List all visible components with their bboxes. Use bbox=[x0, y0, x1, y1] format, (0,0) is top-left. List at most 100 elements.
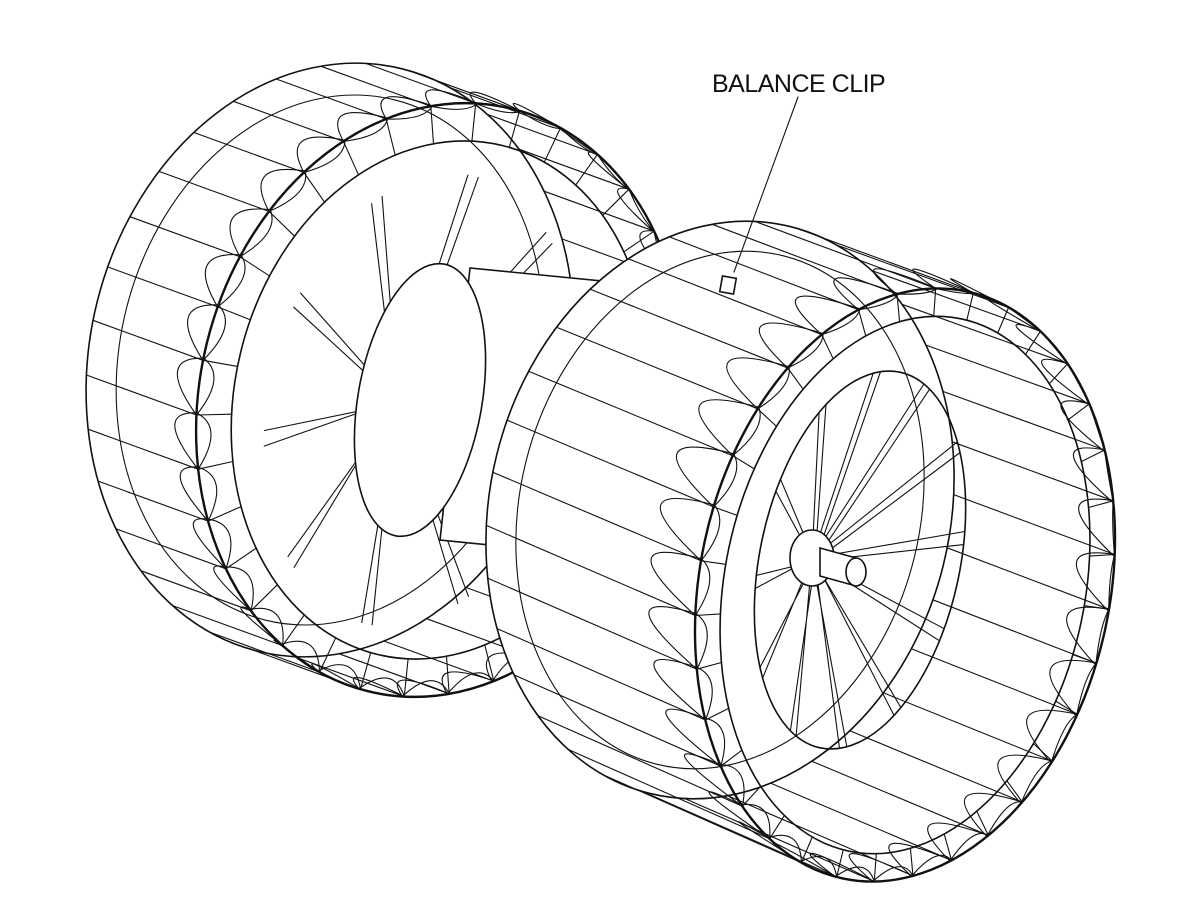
right-wheel-blade-curve bbox=[713, 453, 738, 516]
right-wheel-rear-rim-outer bbox=[485, 220, 955, 800]
right-wheel-spoke bbox=[811, 383, 931, 562]
left-wheel-blade bbox=[107, 254, 242, 308]
left-wheel-blade bbox=[320, 65, 479, 107]
left-wheel-blade-curve bbox=[239, 209, 273, 277]
right-wheel-blade bbox=[951, 441, 1116, 558]
left-wheel-blade-curve bbox=[195, 357, 233, 416]
right-wheel-blade-curve bbox=[834, 853, 877, 883]
right-wheel-blade-curve bbox=[1067, 403, 1106, 453]
right-wheel-blade bbox=[925, 344, 1106, 453]
right-wheel-blade-curve bbox=[799, 849, 844, 878]
left-wheel-blade bbox=[208, 631, 321, 673]
right-wheel-blade bbox=[627, 258, 861, 336]
right-wheel-blade-curve bbox=[966, 292, 1011, 321]
left-wheel-blade-curve bbox=[543, 127, 600, 163]
left-wheel-blade-curve bbox=[430, 102, 479, 145]
balance-clip bbox=[718, 274, 738, 296]
right-wheel-blade-curve bbox=[1083, 605, 1110, 666]
left-wheel-blade bbox=[158, 168, 306, 212]
balance-clip-callout: BALANCE CLIP bbox=[712, 70, 886, 296]
right-wheel-blade bbox=[528, 370, 760, 457]
left-wheel-blade-curve bbox=[217, 254, 251, 321]
balance-clip-leader-line bbox=[733, 96, 799, 273]
motor-shaft-end bbox=[845, 557, 867, 587]
right-wheel-blade bbox=[684, 797, 875, 883]
left-wheel-blade-curve bbox=[385, 105, 434, 156]
left-wheel-blade bbox=[140, 565, 252, 612]
right-wheel-blade-curve bbox=[700, 504, 727, 565]
right-wheel-blade bbox=[506, 419, 735, 508]
right-wheel-blade-curve bbox=[694, 612, 722, 670]
right-wheel-blade-curve bbox=[696, 666, 730, 721]
left-wheel-blade bbox=[293, 656, 405, 698]
left-wheel-blade bbox=[449, 87, 600, 157]
right-wheel-blade-curve bbox=[740, 803, 785, 840]
left-wheel-blade-curve bbox=[358, 658, 409, 698]
left-wheel-blade bbox=[193, 131, 346, 174]
left-wheel-blade-curve bbox=[602, 188, 656, 234]
right-wheel-spoke bbox=[811, 557, 902, 716]
right-wheel-blade bbox=[932, 599, 1097, 717]
right-wheel-blade bbox=[811, 760, 989, 862]
right-wheel-blade bbox=[953, 494, 1116, 612]
right-wheel-blade-curve bbox=[1020, 743, 1053, 804]
right-wheel-blade-curve bbox=[997, 306, 1043, 334]
right-wheel-blade-curve bbox=[910, 833, 953, 877]
right-wheel-blade-curve bbox=[1025, 330, 1070, 366]
right-wheel-blade bbox=[492, 471, 715, 562]
right-wheel-spoke bbox=[811, 557, 848, 749]
left-wheel-blade-curve bbox=[197, 466, 242, 522]
right-wheel-blade bbox=[849, 730, 1023, 838]
left-wheel-blade-curve bbox=[508, 110, 563, 148]
right-wheel-blade bbox=[496, 628, 706, 721]
right-wheel-blade-curve bbox=[949, 810, 989, 862]
right-wheel-blade-curve bbox=[1050, 700, 1078, 764]
right-wheel-blade-curve bbox=[986, 780, 1023, 838]
left-wheel-blade-curve bbox=[280, 637, 337, 673]
motor-cylinder-end bbox=[353, 262, 487, 538]
right-wheel-spoke bbox=[811, 371, 882, 562]
right-wheel-blades-front bbox=[694, 287, 1116, 883]
left-wheel-blade-curve bbox=[446, 644, 495, 695]
right-wheel-blade-curve bbox=[694, 558, 721, 617]
right-wheel-spoke-ring bbox=[753, 370, 967, 750]
left-wheel-blade-curve bbox=[575, 153, 631, 192]
right-wheel-blade-curve bbox=[1080, 449, 1114, 504]
left-wheel-blade-curve bbox=[317, 652, 372, 690]
right-wheel bbox=[485, 220, 1117, 883]
right-wheel-blade bbox=[910, 648, 1078, 764]
left-wheel-blade-curve bbox=[401, 655, 450, 698]
right-wheel-spoke bbox=[811, 441, 961, 562]
left-wheel-blade-curve bbox=[249, 607, 305, 647]
right-wheel-blade bbox=[882, 692, 1053, 804]
right-wheel-front-rim-inner bbox=[719, 315, 1091, 855]
right-wheel-front-rim-outer bbox=[693, 287, 1117, 883]
right-wheel-blade-curve bbox=[872, 847, 914, 883]
right-wheel-blade-curve bbox=[933, 287, 976, 317]
right-wheel-blade bbox=[727, 795, 914, 883]
right-wheel-blade bbox=[754, 220, 976, 294]
right-wheel-blade bbox=[871, 270, 1070, 366]
left-wheel-blade-curve bbox=[202, 304, 239, 367]
left-wheel-blade bbox=[172, 605, 284, 647]
right-wheel-blade bbox=[485, 524, 702, 617]
left-wheel-blade bbox=[129, 208, 271, 258]
right-wheel-blade-curve bbox=[719, 763, 762, 807]
left-wheel-blade-curve bbox=[224, 566, 278, 612]
left-wheel-blade bbox=[85, 357, 205, 416]
left-wheel-blade bbox=[92, 304, 219, 361]
right-wheel-blade bbox=[942, 390, 1114, 504]
right-wheel-spoke bbox=[789, 557, 816, 737]
right-wheel-blade bbox=[567, 748, 771, 840]
balance-clip-label: BALANCE CLIP bbox=[712, 70, 885, 98]
left-wheel-blade bbox=[518, 148, 656, 234]
right-wheel-blade bbox=[711, 223, 938, 295]
right-wheel-blade-curve bbox=[1048, 363, 1091, 407]
left-wheel-blade-curve bbox=[303, 139, 346, 203]
left-wheel-blade bbox=[97, 466, 209, 522]
right-wheel-rear-rim-inner bbox=[515, 250, 925, 770]
right-wheel-blade-curve bbox=[767, 834, 813, 864]
left-wheel-blade-curve bbox=[342, 117, 389, 176]
